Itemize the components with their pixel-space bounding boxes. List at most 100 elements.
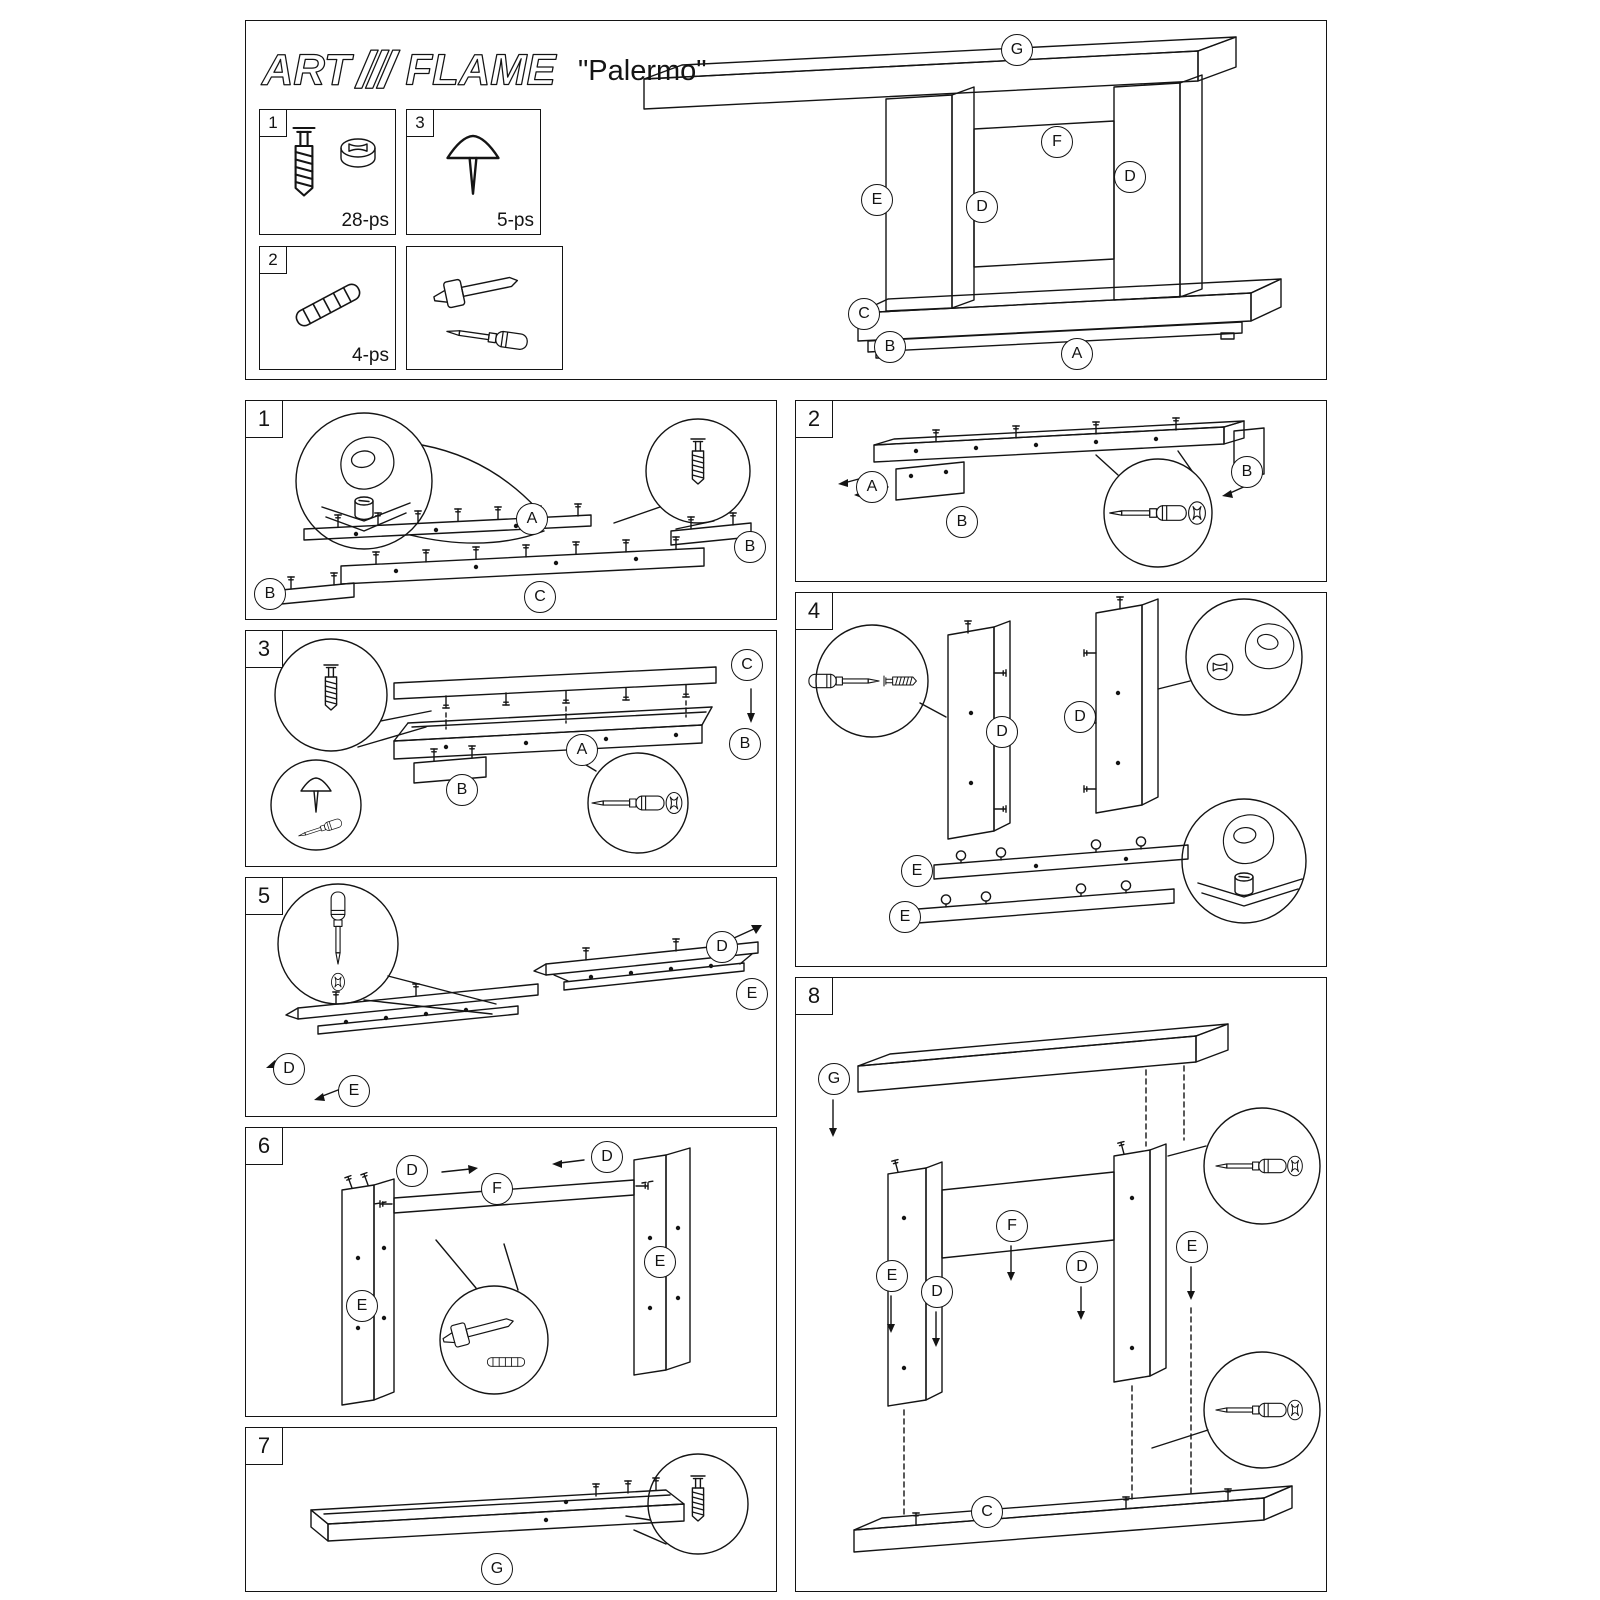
part-label-B: B: [734, 531, 766, 563]
fireplace-overview-drawing: [643, 36, 1282, 359]
part-label-F: F: [996, 1210, 1028, 1242]
step-number: 1: [246, 401, 283, 438]
part-label-F: F: [481, 1173, 513, 1205]
arrow-d-right: [552, 1159, 585, 1168]
part-label-E: E: [861, 184, 893, 216]
thumb-press-icon: [335, 432, 399, 494]
cam-cross-icon: [331, 972, 345, 992]
step-number: 5: [246, 878, 283, 915]
part-label-G: G: [1001, 34, 1033, 66]
step-5-panel: 5: [245, 877, 777, 1117]
hardware-box-3: 3 5-ps: [406, 109, 541, 235]
assembly-right: [533, 938, 759, 991]
mantel-base: [857, 278, 1282, 359]
part-label-E: E: [644, 1246, 676, 1278]
hardware-num: 2: [260, 247, 287, 274]
base-c: [853, 1485, 1293, 1553]
part-label-D: D: [986, 716, 1018, 748]
magnifier-thumb-cam-lock-top: [1157, 598, 1303, 716]
step-number: 3: [246, 631, 283, 668]
product-name: "Palermo": [578, 55, 707, 87]
step-2-drawing: [838, 417, 1265, 568]
logo-slashes-icon: [353, 49, 401, 89]
magnifier-thumb-cam-lock: [295, 412, 547, 550]
magnifier-screwdriver: [575, 752, 689, 854]
part-label-G: G: [481, 1553, 513, 1585]
part-label-E: E: [736, 978, 768, 1010]
step-3-panel: 3: [245, 630, 777, 867]
step-number: 4: [796, 593, 833, 630]
part-label-E: E: [346, 1290, 378, 1322]
part-label-C: C: [524, 581, 556, 613]
cam-lock-icon: [1234, 872, 1254, 897]
magnifier-cam-bolt: [274, 638, 432, 752]
step-3-drawing: [270, 638, 755, 854]
cam-bolt-icon: [323, 664, 339, 711]
part-label-A: A: [566, 734, 598, 766]
screwdriver-icon: [591, 795, 665, 811]
cam-cross-icon: [665, 791, 683, 815]
magnifier-hammer-dowel: [435, 1239, 549, 1395]
thumb-press-icon: [1240, 618, 1299, 675]
part-label-A: A: [1061, 338, 1093, 370]
screwdriver-icon: [1109, 505, 1187, 521]
panel-d-left: [947, 620, 1011, 840]
arrow-d-top-right: [733, 925, 762, 939]
part-label-B: B: [254, 578, 286, 610]
magnifier-screwdriver-vertical: [277, 883, 497, 1015]
magnifier-cam-bolt: [625, 1453, 749, 1555]
part-label-E: E: [1176, 1231, 1208, 1263]
rail-f: [373, 1179, 655, 1214]
part-label-E: E: [901, 855, 933, 887]
step-number: 2: [796, 401, 833, 438]
magnifier-press-cam-lock: [1181, 798, 1307, 924]
part-label-C: C: [848, 298, 880, 330]
step-number: 7: [246, 1428, 283, 1465]
assembly-left: [285, 983, 539, 1035]
hardware-box-2: 2 4-ps: [259, 246, 396, 370]
panel-d-right: [1083, 596, 1159, 814]
arrow-d-left: [441, 1165, 478, 1174]
hardware-num: 1: [260, 110, 287, 137]
back-panel-f: [941, 1171, 1115, 1259]
brand-art-text: ART: [261, 47, 354, 95]
arrow-e-bottom-left: [314, 1089, 339, 1101]
part-label-D: D: [396, 1155, 428, 1187]
arrow-c-down: [747, 688, 755, 723]
brand-logo: ART FLAME: [260, 46, 558, 95]
part-label-B: B: [729, 728, 761, 760]
magnifier-tack: [270, 759, 362, 851]
down-arrows: [887, 1245, 1195, 1347]
screwdriver-icon: [808, 673, 880, 689]
cam-cross-icon: [1188, 501, 1206, 525]
part-label-E: E: [876, 1260, 908, 1292]
mantel-top-shelf: [643, 36, 1237, 110]
magnifier-cam-bolt: [613, 418, 751, 530]
cam-cross-icon: [1287, 1155, 1303, 1177]
part-label-B: B: [946, 506, 978, 538]
step-6-drawing: [341, 1147, 691, 1406]
part-label-E: E: [889, 901, 921, 933]
hardware-box-1: 1 28-ps: [259, 109, 396, 235]
step-6-panel: 6: [245, 1127, 777, 1417]
screwdriver-icon: [1215, 1158, 1287, 1174]
part-label-B: B: [874, 331, 906, 363]
step-7-panel: 7 G: [245, 1427, 777, 1592]
step-1-panel: 1: [245, 400, 777, 620]
part-label-D: D: [706, 931, 738, 963]
mantel-left-column: [885, 86, 975, 312]
part-label-D: D: [966, 191, 998, 223]
step-4-drawing: [808, 596, 1307, 924]
part-label-D: D: [1064, 701, 1096, 733]
part-label-E: E: [338, 1075, 370, 1107]
part-label-D: D: [921, 1276, 953, 1308]
cam-cross-icon: [1287, 1399, 1303, 1421]
step-number: 6: [246, 1128, 283, 1165]
step-number: 8: [796, 978, 833, 1015]
board-c: [340, 536, 705, 585]
brand-flame-text: FLAME: [405, 47, 557, 95]
step-8-drawing: [829, 1023, 1321, 1553]
part-label-C: C: [731, 649, 763, 681]
column-e-left: [887, 1158, 943, 1407]
magnifier-screwdriver-bolt: [808, 624, 947, 738]
